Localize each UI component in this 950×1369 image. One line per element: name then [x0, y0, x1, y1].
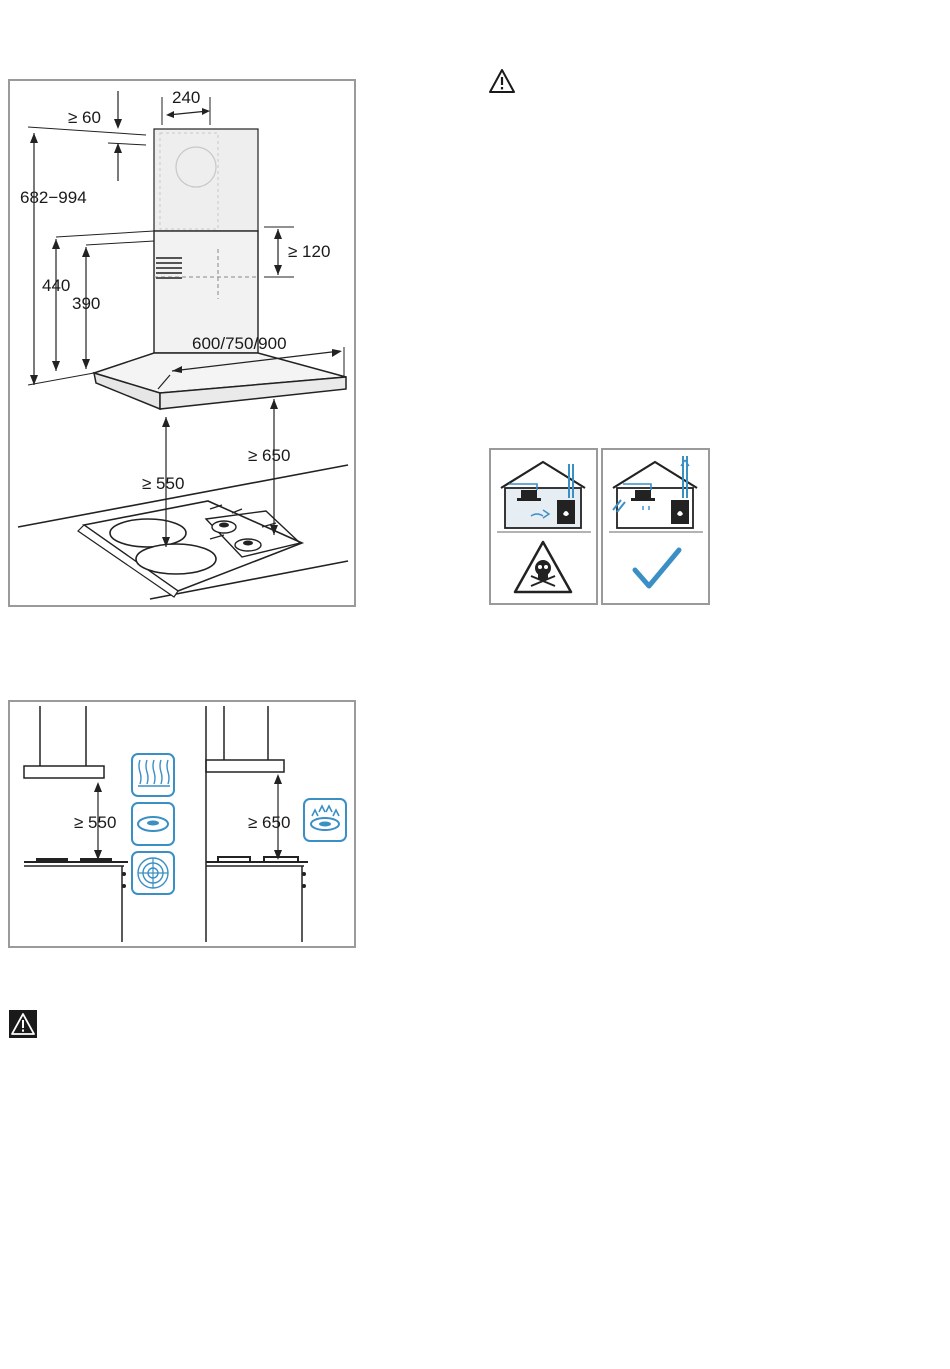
height-440-label: 440 [42, 276, 70, 295]
cooktop-clearance-diagram: ≥ 550 [8, 700, 356, 948]
upper-gap-label: ≥ 120 [288, 242, 330, 261]
hood-widths-label: 600/750/900 [192, 334, 287, 353]
hood-dimension-diagram: 240 ≥ 60 682−994 440 390 ≥ 120 [8, 79, 356, 607]
checkmark-icon [635, 550, 679, 586]
height-390-label: 390 [72, 294, 100, 313]
skull-warning-icon [515, 542, 571, 592]
gas-clearance-label: ≥ 650 [248, 446, 290, 465]
gas-burner-icon [304, 799, 346, 841]
height-range-label: 682−994 [20, 188, 87, 207]
electric-clearance-label: ≥ 550 [142, 474, 184, 493]
cooktop-gas-clearance-label: ≥ 650 [248, 813, 290, 832]
warning-triangle-icon [9, 1010, 37, 1038]
warning-triangle-icon [488, 68, 516, 94]
hotplate-icon [132, 803, 174, 845]
cooktop-electric-clearance-label: ≥ 550 [74, 813, 116, 832]
ventilation-safe-panel [601, 448, 710, 605]
top-clearance-label: ≥ 60 [68, 108, 101, 127]
ventilation-unsafe-panel [489, 448, 598, 605]
hood-width-label: 240 [172, 88, 200, 107]
warning-box [9, 1010, 37, 1038]
radiant-heater-icon [132, 754, 174, 796]
induction-coil-icon [132, 852, 174, 894]
